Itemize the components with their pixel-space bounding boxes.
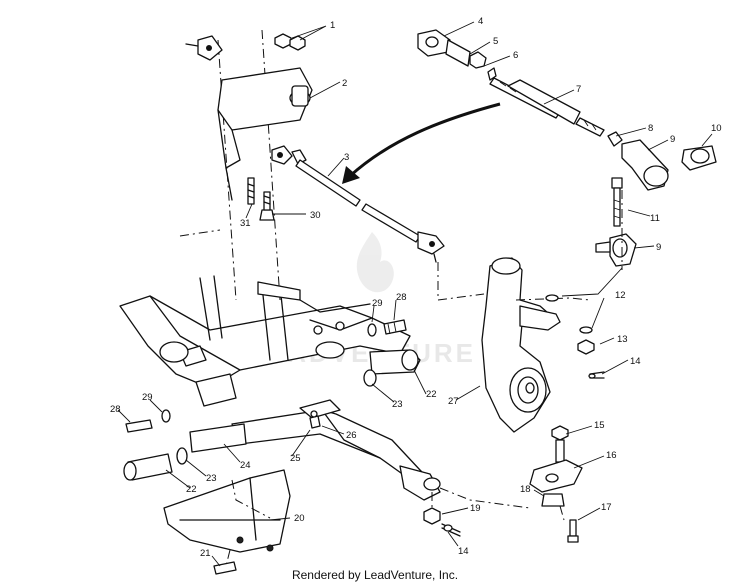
callout-14-upper: 14 — [630, 356, 641, 367]
callout-8: 8 — [648, 123, 653, 134]
ball-joint-assembly — [529, 425, 583, 543]
frame-structure — [119, 275, 421, 407]
skid-guard — [163, 469, 291, 575]
callout-28-left: 28 — [110, 404, 121, 415]
callout-26: 26 — [346, 430, 357, 441]
leader-lines — [117, 21, 713, 567]
callout-14-lower: 14 — [458, 546, 469, 557]
lower-nut-cotter — [423, 487, 531, 537]
callout-29-upper: 29 — [372, 298, 383, 309]
callout-23-right: 23 — [392, 399, 403, 410]
callout-1: 1 — [330, 20, 335, 31]
callout-16: 16 — [606, 450, 617, 461]
steering-column-assembly — [179, 29, 313, 301]
callout-10: 10 — [711, 123, 722, 134]
callout-18: 18 — [520, 484, 531, 495]
callout-5: 5 — [493, 36, 498, 47]
callout-23-left: 23 — [206, 473, 217, 484]
tie-rod-end-parts — [417, 29, 717, 270]
callout-22-right: 22 — [426, 389, 437, 400]
callout-3: 3 — [344, 152, 349, 163]
callout-12: 12 — [615, 290, 626, 301]
callout-11: 11 — [650, 213, 660, 224]
callout-30: 30 — [310, 210, 321, 221]
callout-28-upper: 28 — [396, 292, 407, 303]
callout-13: 13 — [617, 334, 628, 345]
callout-24: 24 — [240, 460, 251, 471]
callout-27: 27 — [448, 396, 459, 407]
callout-31: 31 — [240, 218, 251, 229]
callout-labels: 1 2 3 4 5 6 7 8 9 10 11 9 12 13 14 15 16… — [110, 16, 722, 559]
callout-29-left: 29 — [142, 392, 153, 403]
direction-arrow — [342, 102, 501, 184]
callout-19: 19 — [470, 503, 481, 514]
callout-9-lower: 9 — [656, 242, 661, 253]
a-arm — [123, 399, 441, 501]
callout-21: 21 — [200, 548, 211, 559]
render-credit: Rendered by LeadVenture, Inc. — [291, 568, 459, 582]
callout-4: 4 — [478, 16, 483, 27]
callout-9-upper: 9 — [670, 134, 675, 145]
callout-15: 15 — [594, 420, 605, 431]
callout-25: 25 — [290, 453, 301, 464]
callout-17: 17 — [601, 502, 612, 513]
callout-20: 20 — [294, 513, 305, 524]
steering-knuckle — [437, 257, 623, 433]
callout-2: 2 — [342, 78, 347, 89]
callout-7: 7 — [576, 84, 581, 95]
callout-22-left: 22 — [186, 484, 197, 495]
callout-6: 6 — [513, 50, 518, 61]
tie-rod-assembly-3 — [271, 145, 445, 263]
